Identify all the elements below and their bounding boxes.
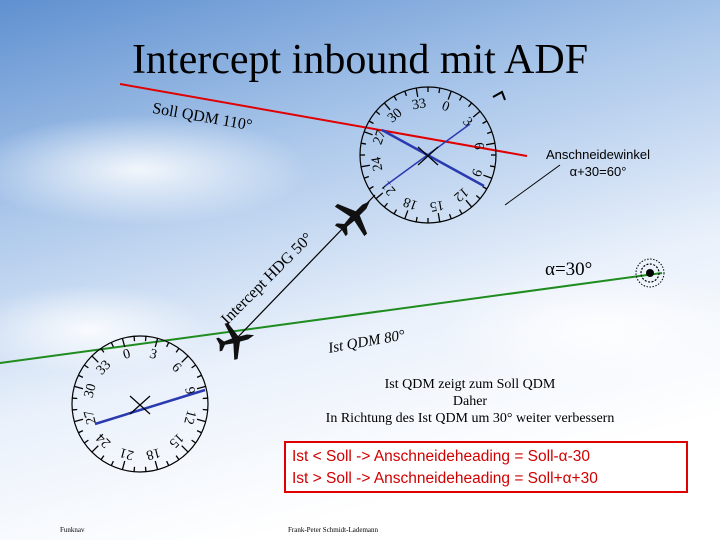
explanation-line: Ist QDM zeigt zum Soll QDM <box>290 376 650 393</box>
compass-label: 15 <box>429 197 445 214</box>
rule-box: Ist < Soll -> Anschneideheading = Soll-α… <box>284 441 688 493</box>
alpha-label: α=30° <box>545 259 592 281</box>
explanation-line: In Richtung des Ist QDM um 30° weiter ve… <box>290 410 650 427</box>
explanation-text: Ist QDM zeigt zum Soll QDM Daher In Rich… <box>290 376 650 427</box>
anschneidewinkel-title: Anschneidewinkel <box>528 146 668 163</box>
footer-left: Funknav <box>60 526 85 534</box>
explanation-line: Daher <box>290 393 650 410</box>
compass-tick <box>416 217 417 222</box>
footer-center: Frank-Peter Schmidt-Lademann <box>288 526 378 534</box>
compass-label: 33 <box>411 96 427 113</box>
slide-title: Intercept inbound mit ADF <box>0 36 720 84</box>
rule-line: Ist < Soll -> Anschneideheading = Soll-α… <box>292 446 686 468</box>
compass-tick <box>361 143 366 144</box>
compass-tick <box>439 88 440 93</box>
anschneidewinkel-formula: α+30=60° <box>528 163 668 180</box>
compass-label: 24 <box>369 156 386 172</box>
anschneidewinkel-note: Anschneidewinkel α+30=60° <box>528 146 668 180</box>
compass-tick <box>490 166 495 167</box>
rule-line: Ist > Soll -> Anschneideheading = Soll+α… <box>292 468 686 490</box>
